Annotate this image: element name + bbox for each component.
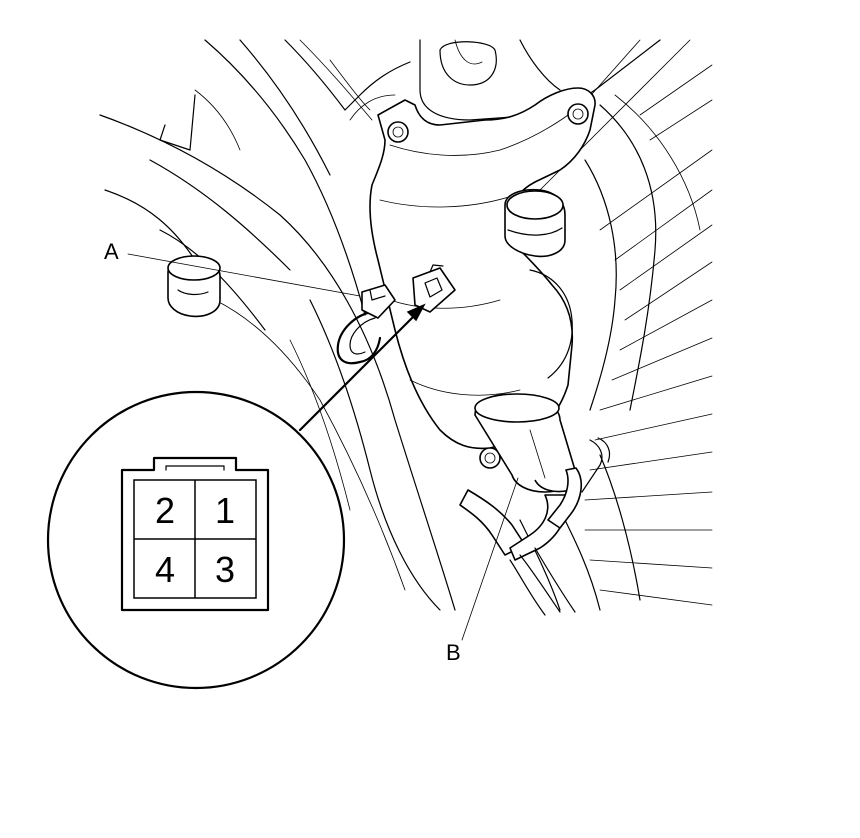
callout-label-b: B (446, 640, 461, 665)
detail-view (46, 390, 346, 690)
pointer-arrow-shaft (298, 310, 420, 432)
leader-line-b (461, 477, 519, 641)
pointer-arrow-icon (406, 303, 426, 322)
leader-line-a (127, 253, 361, 297)
pin-number-1: 1 (214, 490, 236, 531)
wire-harness (459, 437, 611, 616)
callout-label-a: A (104, 239, 119, 264)
actuator-housing (369, 87, 596, 469)
detail-circle (46, 390, 346, 690)
housing-connector (412, 264, 456, 313)
pin-number-3: 3 (214, 549, 236, 590)
actuator-motor (474, 393, 579, 493)
pin-number-4: 4 (154, 549, 176, 590)
connector-terminal-face (120, 456, 270, 612)
leader-lines (127, 253, 519, 641)
pin-number-2: 2 (154, 490, 176, 531)
mounting-stud (167, 255, 221, 318)
connector-a (336, 284, 396, 365)
